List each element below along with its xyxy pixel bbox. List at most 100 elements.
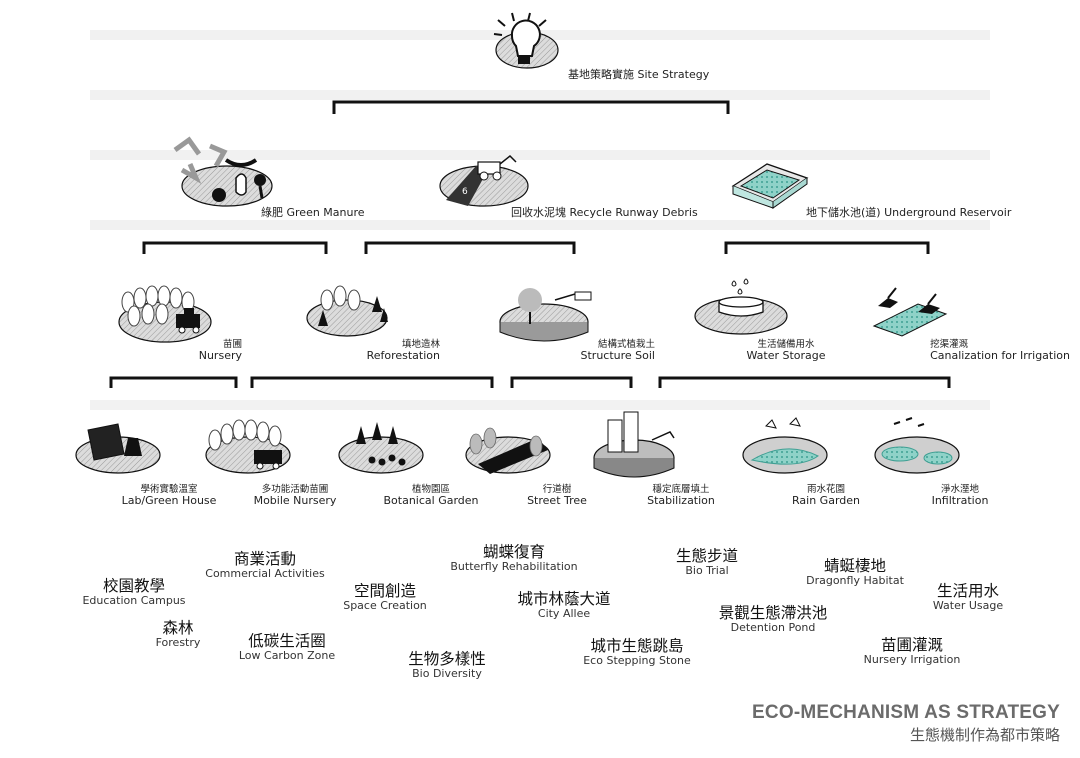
keyword-water-usage: 生活用水 Water Usage bbox=[933, 582, 1003, 612]
label-structure-soil: 結構式植栽土 Structure Soil bbox=[581, 339, 656, 362]
lightbulb-icon bbox=[493, 12, 559, 69]
street-tree-illustration bbox=[465, 427, 551, 474]
keyword-bio-diversity: 生物多樣性 Bio Diversity bbox=[408, 650, 486, 680]
label-canalization-zh: 挖渠灌溉 bbox=[930, 339, 969, 350]
infiltration-illustration bbox=[874, 417, 960, 474]
label-reforestation-en: Reforestation bbox=[366, 349, 440, 362]
keyword-zh: 景觀生態滯洪池 bbox=[718, 604, 828, 622]
keyword-zh: 生態步道 bbox=[675, 547, 739, 565]
label-infiltration: 淨水溼地 Infiltration bbox=[932, 484, 989, 507]
keyword-butterfly: 蝴蝶復育 Butterfly Rehabilitation bbox=[450, 543, 577, 573]
label-botanical: 植物園區 Botanical Garden bbox=[383, 484, 478, 507]
label-stabilization-zh: 穩定底層填土 bbox=[652, 484, 710, 495]
title-zh: 生態機制作為都市策略 bbox=[909, 726, 1060, 744]
label-mobile-nursery-zh: 多功能活動苗圃 bbox=[261, 484, 329, 495]
svg-text:6: 6 bbox=[462, 187, 468, 197]
keyword-bio-trial: 生態步道 Bio Trial bbox=[676, 547, 738, 577]
keyword-en: City Allee bbox=[537, 607, 591, 620]
keyword-zh: 生活用水 bbox=[936, 582, 1000, 600]
keyword-zh: 蜻蜓棲地 bbox=[823, 557, 886, 575]
keyword-nursery-irrigation: 苗圃灌溉 Nursery Irrigation bbox=[864, 636, 961, 666]
recycle-runway-illustration: 6 bbox=[439, 154, 529, 207]
label-structure-soil-en: Structure Soil bbox=[580, 349, 656, 362]
title-en: ECO-MECHANISM AS STRATEGY bbox=[752, 702, 1060, 723]
lab-illustration bbox=[75, 423, 161, 474]
keyword-dragonfly: 蜻蜓棲地 Dragonfly Habitat bbox=[806, 557, 904, 587]
root-label: 基地策略實施 Site Strategy bbox=[568, 68, 710, 81]
label-stabilization: 穩定底層填土 Stabilization bbox=[647, 484, 715, 507]
bracket-root bbox=[332, 100, 730, 114]
label-street-tree-en: Street Tree bbox=[527, 494, 587, 507]
bracket-water bbox=[658, 376, 951, 388]
keyword-zh: 苗圃灌溉 bbox=[880, 636, 944, 654]
label-mobile-nursery-en: Mobile Nursery bbox=[253, 494, 337, 507]
keyword-en: Butterfly Rehabilitation bbox=[450, 560, 578, 573]
keyword-zh: 低碳生活圈 bbox=[248, 632, 326, 650]
reforestation-illustration bbox=[306, 285, 388, 337]
structure-soil-illustration bbox=[499, 288, 592, 342]
underground-reservoir-illustration bbox=[731, 163, 809, 209]
mobile-nursery-illustration bbox=[205, 419, 291, 474]
label-reforestation: 填地造林 Reforestation bbox=[367, 339, 440, 362]
keyword-zh: 城市生態跳島 bbox=[590, 637, 684, 655]
label-street-tree-zh: 行道樹 bbox=[542, 484, 572, 495]
keyword-detention: 景觀生態滯洪池 Detention Pond bbox=[719, 604, 828, 634]
label-mobile-nursery: 多功能活動苗圃 Mobile Nursery bbox=[254, 484, 337, 507]
bracket-green-manure bbox=[142, 241, 328, 254]
label-botanical-zh: 植物園區 bbox=[411, 484, 451, 495]
keyword-zh: 商業活動 bbox=[233, 550, 297, 568]
keyword-en: Bio Trial bbox=[685, 564, 729, 577]
bracket-structure-soil bbox=[510, 376, 633, 388]
keyword-en: Low Carbon Zone bbox=[238, 649, 336, 662]
label-water-storage: 生活儲備用水 Water Storage bbox=[746, 339, 825, 362]
keyword-en: Water Usage bbox=[932, 599, 1004, 612]
label-canalization: 挖渠灌溉 Canalization for Irrigation bbox=[930, 339, 1070, 362]
botanical-garden-illustration bbox=[338, 422, 424, 474]
label-infiltration-zh: 淨水溼地 bbox=[940, 484, 980, 495]
keyword-eco-stepping: 城市生態跳島 Eco Stepping Stone bbox=[583, 637, 691, 667]
keyword-space-creation: 空間創造 Space Creation bbox=[343, 582, 427, 612]
keyword-city-allee: 城市林蔭大道 City Allee bbox=[517, 590, 610, 620]
keyword-zh: 城市林蔭大道 bbox=[517, 590, 611, 608]
keyword-zh: 森林 bbox=[162, 619, 194, 637]
water-storage-illustration bbox=[694, 278, 788, 335]
label-canalization-en: Canalization for Irrigation bbox=[930, 349, 1070, 362]
label-water-storage-zh: 生活儲備用水 bbox=[757, 339, 815, 350]
keyword-en: Education Campus bbox=[82, 594, 186, 607]
label-stabilization-en: Stabilization bbox=[647, 494, 715, 507]
label-water-storage-en: Water Storage bbox=[746, 349, 826, 362]
canalization-illustration bbox=[872, 287, 948, 337]
bracket-recycle bbox=[364, 241, 576, 254]
rain-garden-illustration bbox=[742, 417, 828, 474]
keyword-zh: 生物多樣性 bbox=[408, 650, 486, 668]
label-street-tree: 行道樹 Street Tree bbox=[527, 484, 587, 507]
label-lab-zh: 學術實驗溫室 bbox=[140, 484, 198, 495]
label-nursery-en: Nursery bbox=[198, 349, 242, 362]
label-nursery-zh: 苗圃 bbox=[222, 339, 242, 350]
label-rain-garden-en: Rain Garden bbox=[792, 494, 860, 507]
keyword-en: Eco Stepping Stone bbox=[583, 654, 691, 667]
green-manure-illustration bbox=[173, 136, 273, 207]
bracket-nursery bbox=[109, 376, 238, 388]
keyword-zh: 空間創造 bbox=[353, 582, 416, 600]
label-recycle-runway: 回收水泥塊 Recycle Runway Debris bbox=[511, 206, 698, 219]
label-botanical-en: Botanical Garden bbox=[383, 494, 479, 507]
keyword-zh: 蝴蝶復育 bbox=[482, 543, 545, 561]
label-rain-garden-zh: 雨水花園 bbox=[806, 484, 846, 495]
label-underground-reservoir: 地下儲水池(道) Underground Reservoir bbox=[806, 206, 1012, 219]
label-green-manure: 綠肥 Green Manure bbox=[261, 206, 365, 219]
nursery-illustration bbox=[118, 285, 212, 343]
bracket-lines bbox=[109, 100, 951, 388]
keyword-education-campus: 校園教學 Education Campus bbox=[82, 577, 185, 607]
keyword-low-carbon: 低碳生活圈 Low Carbon Zone bbox=[239, 632, 335, 662]
label-lab: 學術實驗溫室 Lab/Green House bbox=[122, 484, 217, 507]
label-lab-en: Lab/Green House bbox=[121, 494, 217, 507]
keyword-en: Nursery Irrigation bbox=[863, 653, 961, 666]
bracket-reforestation bbox=[250, 376, 494, 388]
bracket-reservoir bbox=[724, 241, 930, 254]
title-block: ECO-MECHANISM AS STRATEGY 生態機制作為都市策略 bbox=[752, 702, 1060, 744]
label-infiltration-en: Infiltration bbox=[931, 494, 989, 507]
keyword-commercial: 商業活動 Commercial Activities bbox=[205, 550, 324, 580]
